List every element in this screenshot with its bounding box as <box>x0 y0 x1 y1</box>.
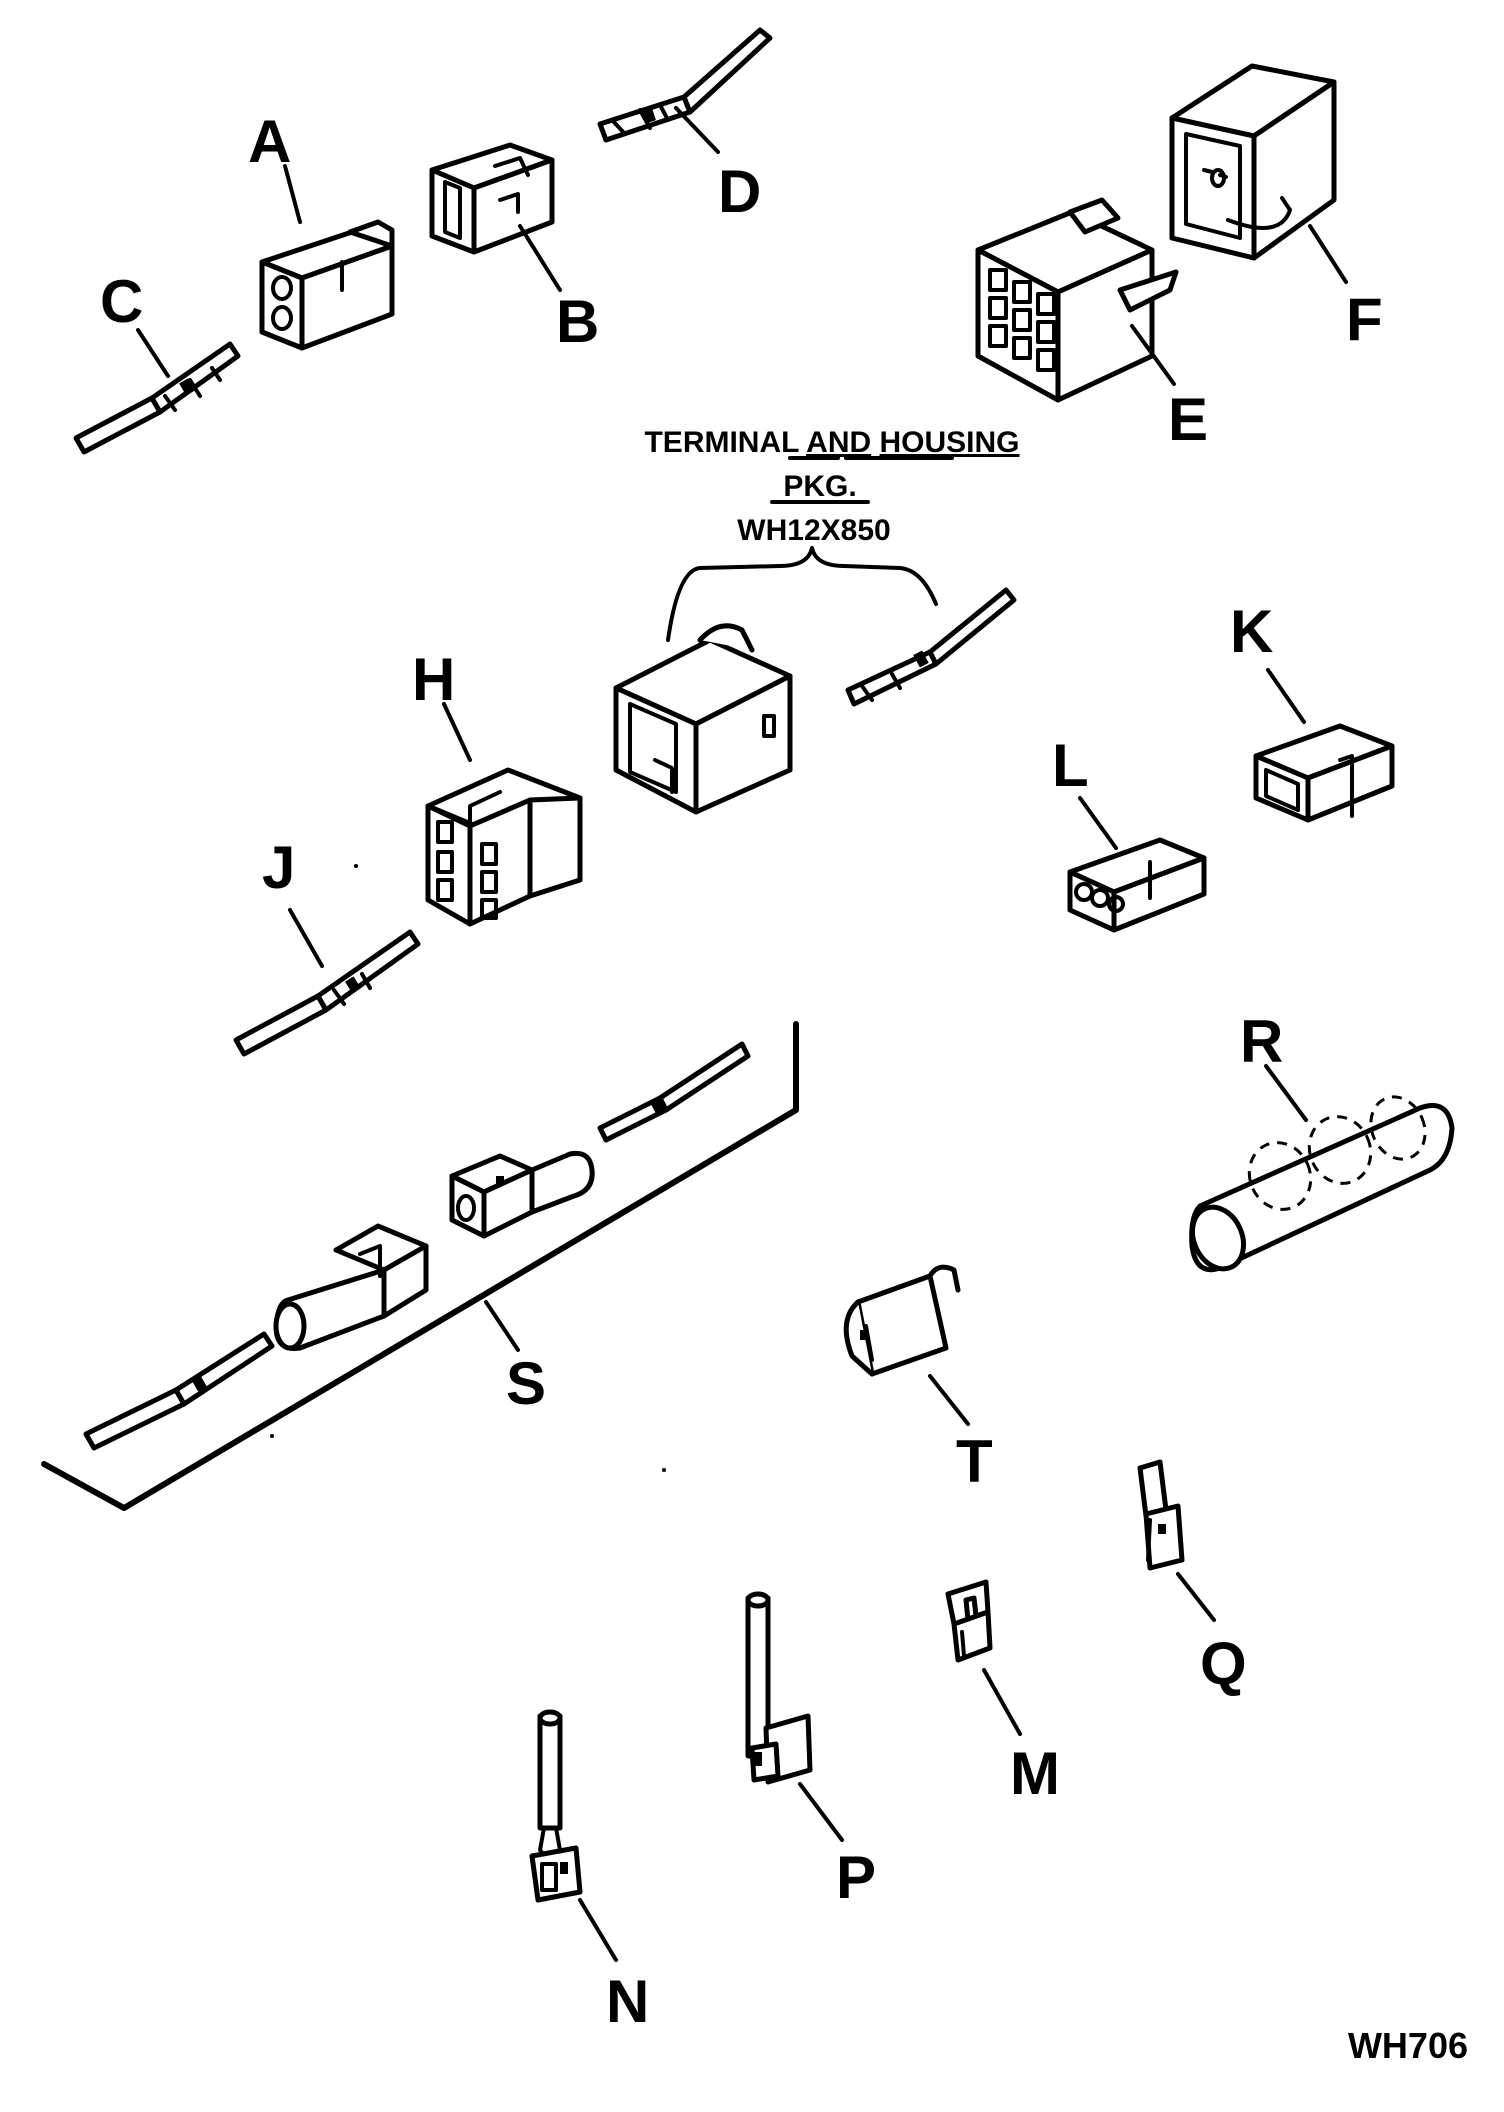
label-m: M <box>1010 1740 1060 1807</box>
caption-part-number: WH12X850 <box>737 514 890 547</box>
label-k: K <box>1230 598 1273 665</box>
leader-e <box>1130 324 1176 386</box>
part-q-flag-terminal <box>1137 1459 1185 1571</box>
caption-housing: HOUSING <box>880 426 1020 459</box>
leader-l <box>1078 796 1118 850</box>
leader-k <box>1266 668 1306 724</box>
label-d: D <box>718 158 761 225</box>
leader-s <box>484 1300 520 1352</box>
leader-r <box>1264 1064 1308 1122</box>
package-terminal <box>845 587 1017 707</box>
scan-dot <box>354 864 358 868</box>
caption-pkg: PKG. <box>783 470 856 503</box>
part-e-nine-way-housing <box>975 197 1179 403</box>
leader-t <box>928 1374 970 1426</box>
label-j: J <box>262 834 295 901</box>
part-p-flag-lead-terminal <box>745 1591 813 1785</box>
leader-f <box>1308 224 1348 284</box>
label-e: E <box>1168 386 1208 453</box>
package-brace <box>666 546 938 642</box>
label-c: C <box>100 268 143 335</box>
part-j-crimp-terminal <box>233 929 421 1057</box>
part-c-crimp-terminal <box>73 341 241 455</box>
part-s-kit <box>83 1041 751 1451</box>
caption-terminal: TERMINAL <box>644 426 806 459</box>
leader-q <box>1176 1572 1216 1622</box>
part-k-two-way-plug <box>1253 723 1395 823</box>
leader-d <box>674 106 720 154</box>
part-r-sleeve <box>1189 1095 1455 1273</box>
leader-a <box>283 164 302 224</box>
leader-p <box>798 1782 844 1842</box>
leader-h <box>442 702 472 762</box>
caption-and: AND <box>806 426 871 459</box>
label-f: F <box>1346 286 1383 353</box>
part-t-clip <box>843 1264 961 1377</box>
label-h: H <box>412 646 455 713</box>
part-b-plug-housing <box>429 142 555 255</box>
kit-s-outline <box>41 1021 799 1511</box>
leader-n <box>578 1898 618 1962</box>
label-t: T <box>956 1428 993 1495</box>
label-q: Q <box>1200 1630 1247 1697</box>
part-h-six-way-housing <box>425 767 583 927</box>
leader-m <box>982 1668 1022 1736</box>
label-p: P <box>836 1844 876 1911</box>
svg-text:TERMINAL AND HOUSING: TERMINAL AND HOUSING <box>644 426 1019 459</box>
label-n: N <box>606 1968 649 2035</box>
part-m-spade-terminal <box>945 1579 993 1663</box>
label-a: A <box>248 108 291 175</box>
package-housing <box>613 623 793 815</box>
label-s: S <box>506 1350 546 1417</box>
h-cavity-grid <box>436 820 498 920</box>
label-r: R <box>1240 1008 1283 1075</box>
scan-dot <box>270 1434 274 1438</box>
e-cavity-grid <box>988 268 1056 372</box>
part-d-crimp-terminal <box>597 27 773 143</box>
package-caption: TERMINAL AND HOUSING PKG. WH12X850 <box>644 426 1019 547</box>
part-l-three-way-housing <box>1067 837 1207 933</box>
leader-b <box>518 224 562 292</box>
leader-j <box>288 908 324 968</box>
label-l: L <box>1052 732 1089 799</box>
part-f-nine-way-receptacle <box>1169 63 1337 261</box>
part-n-female-terminal <box>529 1709 583 1903</box>
figure-code: WH706 <box>1348 2025 1468 2066</box>
scan-dot <box>662 1468 666 1472</box>
part-a-two-way-housing <box>259 219 395 351</box>
leader-c <box>136 328 170 378</box>
label-b: B <box>556 288 599 355</box>
